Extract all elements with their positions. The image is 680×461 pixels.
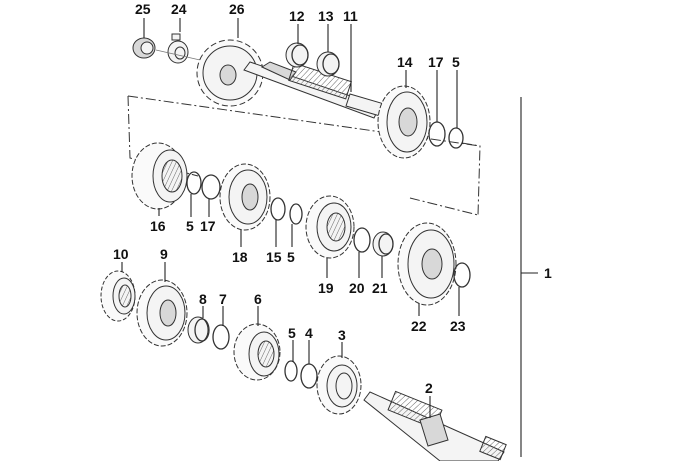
part-20-washer[interactable] (353, 227, 371, 253)
label-5-top: 5 (452, 54, 460, 70)
part-5-circlip-mid-a[interactable] (186, 171, 202, 195)
part-23-washer[interactable] (453, 262, 471, 288)
label-25: 25 (135, 1, 151, 17)
label-6: 6 (254, 291, 262, 307)
label-2: 2 (425, 380, 433, 396)
part-9-gear[interactable] (136, 279, 188, 347)
label-11: 11 (343, 8, 358, 24)
label-20: 20 (349, 280, 365, 296)
part-24-lock-washer[interactable] (167, 33, 189, 64)
label-22: 22 (411, 318, 427, 334)
dashed-box-connector (461, 142, 481, 147)
label-3: 3 (338, 327, 346, 343)
label-14: 14 (397, 54, 413, 70)
part-17-washer-top[interactable] (428, 121, 446, 147)
part-6-gear[interactable] (233, 323, 281, 381)
part-13-needle-bearing[interactable] (316, 51, 340, 77)
part-16-gear[interactable] (131, 142, 188, 210)
part-7-washer[interactable] (212, 324, 230, 350)
part-10-gear[interactable] (100, 270, 136, 322)
label-18: 18 (232, 249, 248, 265)
label-17-top: 17 (428, 54, 444, 70)
part-21-needle-bearing[interactable] (372, 231, 394, 257)
leader-lines (121, 18, 460, 418)
label-19: 19 (318, 280, 334, 296)
label-8: 8 (199, 291, 207, 307)
part-3-gear[interactable] (316, 355, 362, 415)
part-22-gear[interactable] (397, 222, 457, 306)
part-5-circlip-mid-b[interactable] (289, 203, 303, 225)
dashed-box-bottom (409, 197, 479, 216)
label-23: 23 (450, 318, 466, 334)
part-4-washer[interactable] (300, 363, 318, 389)
label-21: 21 (372, 280, 388, 296)
label-15: 15 (266, 249, 282, 265)
label-16: 16 (150, 218, 166, 234)
part-11-output-shaft[interactable] (243, 61, 385, 119)
part-5-circlip-top[interactable] (448, 127, 464, 149)
label-24: 24 (171, 1, 187, 17)
part-labels: 1 2 3 4 5 6 7 8 9 10 11 12 13 14 15 16 1… (113, 1, 552, 396)
label-7: 7 (219, 291, 227, 307)
part-18-gear[interactable] (219, 163, 271, 231)
part-8-needle-bearing[interactable] (187, 316, 210, 344)
label-9: 9 (160, 246, 168, 262)
label-4: 4 (305, 325, 313, 341)
label-5-mid-b: 5 (287, 249, 295, 265)
label-5-bottom: 5 (288, 325, 296, 341)
part-14-gear[interactable] (377, 85, 431, 159)
axis-line-top (155, 49, 201, 61)
group-bracket (520, 97, 538, 457)
label-5-mid-a: 5 (186, 218, 194, 234)
part-19-gear[interactable] (305, 195, 355, 259)
part-2-input-shaft[interactable] (363, 390, 507, 461)
part-25-nut[interactable] (132, 37, 156, 59)
label-10: 10 (113, 246, 129, 262)
label-13: 13 (318, 8, 334, 24)
part-17-washer-mid[interactable] (201, 174, 221, 200)
part-5-circlip-bottom[interactable] (284, 360, 298, 382)
label-26: 26 (229, 1, 245, 17)
label-17-mid: 17 (200, 218, 216, 234)
label-12: 12 (289, 8, 305, 24)
label-1: 1 (544, 265, 552, 281)
part-12-needle-bearing[interactable] (285, 42, 309, 68)
part-15-washer[interactable] (270, 197, 286, 221)
